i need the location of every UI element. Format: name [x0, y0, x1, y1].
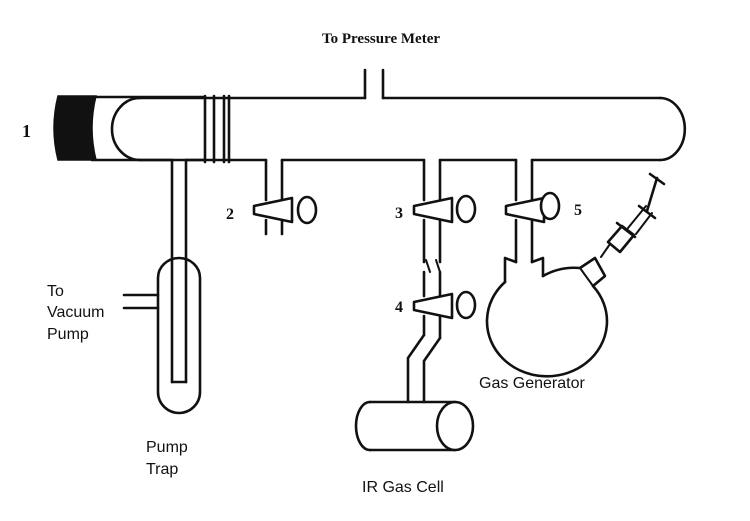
vacuum-label-line2: Vacuum [47, 304, 105, 321]
ir-cell-label: IR Gas Cell [362, 479, 444, 496]
generator-branch-tube [514, 158, 534, 264]
vacuum-label-line3: Pump [47, 326, 89, 343]
label-number-3: 3 [395, 205, 403, 222]
valve-3 [412, 194, 477, 224]
label-number-5: 5 [574, 202, 582, 219]
valve-4 [412, 290, 477, 320]
pump-trap [156, 256, 202, 415]
trap-inlet-tube [170, 158, 188, 384]
label-number-1: 1 [22, 121, 31, 141]
stopper-cap [53, 95, 97, 161]
gas-generator-flask [485, 256, 609, 378]
syringe-icon [600, 172, 666, 258]
main-manifold [110, 96, 687, 162]
pressure-meter-port [363, 68, 385, 100]
ir-gas-cell [354, 400, 475, 452]
pressure-meter-label: To Pressure Meter [322, 31, 440, 47]
vacuum-side-arm [122, 293, 160, 310]
ir-branch-tube [406, 158, 442, 404]
valve-5 [504, 191, 561, 224]
vacuum-label-line1: To [47, 283, 64, 300]
trap-label-line1: Pump [146, 439, 188, 456]
trap-label-line2: Trap [146, 461, 178, 478]
gas-generator-label: Gas Generator [479, 375, 586, 392]
label-number-2: 2 [226, 206, 234, 223]
label-number-4: 4 [395, 299, 403, 316]
valve-2 [252, 158, 318, 236]
